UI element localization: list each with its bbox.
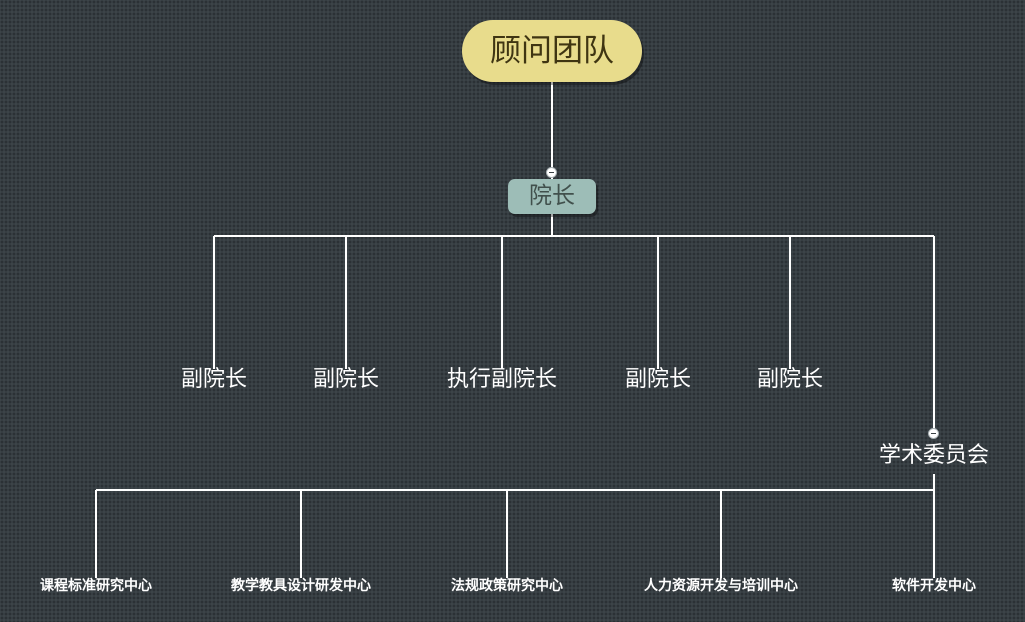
center-topic-label: 软件开发中心 — [892, 578, 976, 594]
center-topic-label: 教学教具设计研发中心 — [231, 578, 371, 594]
deputy-topic-1[interactable]: 副院长 — [181, 366, 247, 394]
center-topic-label: 法规政策研究中心 — [451, 578, 563, 594]
center-topic-label: 课程标准研究中心 — [40, 578, 152, 594]
center-topic-policy[interactable]: 法规政策研究中心 — [451, 577, 563, 595]
center-topic-teaching-aids[interactable]: 教学教具设计研发中心 — [231, 577, 371, 595]
collapse-toggle-committee[interactable] — [928, 428, 939, 439]
deputy-topic-label: 副院长 — [312, 367, 380, 392]
dean-topic-label: 院长 — [529, 183, 575, 209]
committee-topic-label: 学术委员会 — [878, 443, 990, 468]
deputy-topic-5[interactable]: 副院长 — [757, 366, 823, 394]
center-topic-curriculum[interactable]: 课程标准研究中心 — [40, 577, 152, 595]
collapse-toggle-dean[interactable] — [546, 167, 557, 178]
deputy-topic-label: 副院长 — [756, 367, 824, 392]
committee-topic[interactable]: 学术委员会 — [879, 442, 989, 470]
root-topic[interactable]: 顾问团队 — [462, 20, 642, 82]
center-topic-hr-training[interactable]: 人力资源开发与培训中心 — [644, 577, 798, 595]
root-topic-label: 顾问团队 — [490, 33, 614, 69]
executive-deputy-topic-label: 执行副院长 — [446, 367, 558, 392]
center-topic-software[interactable]: 软件开发中心 — [892, 577, 976, 595]
executive-deputy-topic[interactable]: 执行副院长 — [447, 366, 557, 394]
deputy-topic-4[interactable]: 副院长 — [625, 366, 691, 394]
deputy-topic-label: 副院长 — [624, 367, 692, 392]
deputy-topic-label: 副院长 — [180, 367, 248, 392]
dean-topic[interactable]: 院长 — [508, 179, 596, 214]
center-topic-label: 人力资源开发与培训中心 — [644, 578, 798, 594]
deputy-topic-2[interactable]: 副院长 — [313, 366, 379, 394]
